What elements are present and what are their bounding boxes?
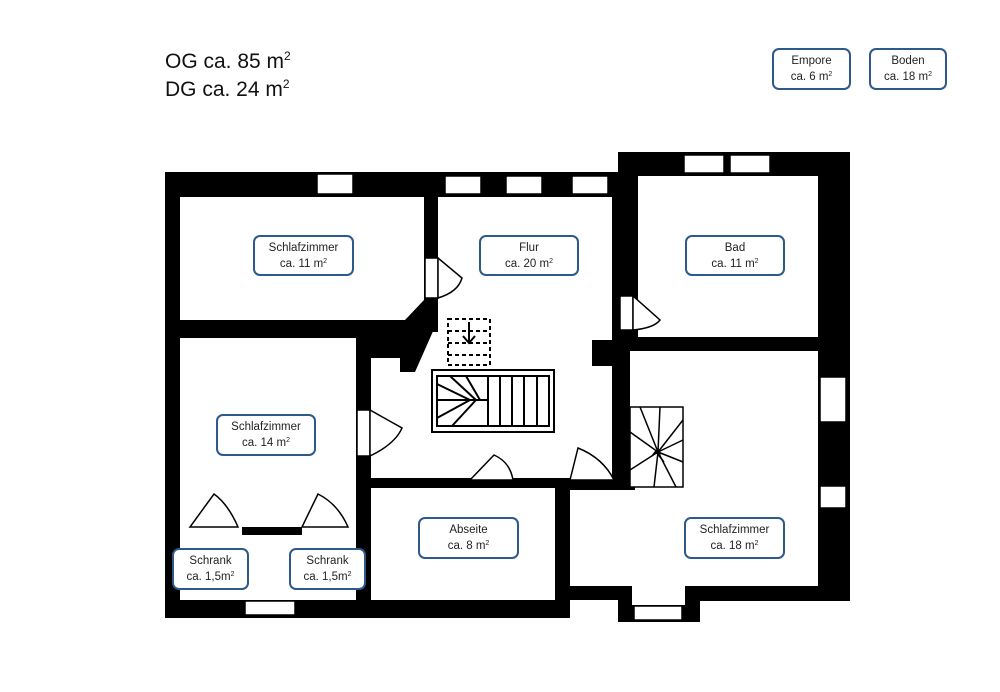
room-name: Schrank: [306, 555, 349, 567]
room-name: Schrank: [189, 555, 232, 567]
room-area: ca. 8 m2: [447, 540, 490, 552]
room-label-abseite: Abseite ca. 8 m2: [418, 517, 519, 559]
room-label-schrank-2: Schrank ca. 1,5m2: [289, 548, 366, 590]
room-area: ca. 18 m2: [710, 540, 759, 552]
og-area-exp: 2: [284, 49, 291, 63]
room-name: Empore: [791, 55, 832, 67]
room-label-schlafzimmer-1: Schlafzimmer ca. 11 m2: [253, 235, 354, 276]
area-summary-og: OG ca. 85 m2: [165, 42, 291, 76]
room-label-empore: Empore ca. 6 m2: [772, 48, 851, 90]
room-name: Boden: [891, 55, 925, 67]
interior-walls: [180, 172, 818, 618]
og-area-text: OG ca. 85 m: [165, 50, 285, 73]
room-area: ca. 1,5m2: [303, 571, 352, 583]
room-label-flur: Flur ca. 20 m2: [479, 235, 579, 276]
room-name: Flur: [519, 241, 539, 254]
room-name: Schlafzimmer: [231, 421, 301, 433]
room-area: ca. 1,5m2: [186, 571, 235, 583]
room-name: Schlafzimmer: [268, 241, 339, 254]
attic-ladder: [447, 318, 491, 366]
area-summary-dg: DG ca. 24 m2: [165, 70, 290, 104]
room-name: Bad: [724, 241, 746, 254]
room-area: ca. 11 m2: [279, 257, 328, 270]
doors: [188, 256, 662, 528]
spiral-stair: [629, 406, 684, 488]
room-area: ca. 11 m2: [711, 257, 759, 270]
room-area: ca. 20 m2: [504, 257, 553, 270]
room-name: Schlafzimmer: [699, 524, 770, 536]
staircase: [431, 369, 555, 433]
room-label-schlafzimmer-2: Schlafzimmer ca. 14 m2: [216, 414, 316, 456]
room-label-schlafzimmer-3: Schlafzimmer ca. 18 m2: [684, 517, 785, 559]
dg-area-text: DG ca. 24 m: [165, 78, 283, 101]
room-name: Abseite: [449, 524, 488, 536]
room-label-schrank-1: Schrank ca. 1,5m2: [172, 548, 249, 590]
windows: [244, 154, 847, 621]
dg-area-exp: 2: [282, 77, 290, 91]
room-area: ca. 6 m2: [790, 71, 833, 83]
room-area: ca. 14 m2: [241, 437, 290, 449]
room-label-bad: Bad ca. 11 m2: [685, 235, 785, 276]
room-area: ca. 18 m2: [883, 71, 932, 83]
room-label-boden: Boden ca. 18 m2: [869, 48, 947, 90]
